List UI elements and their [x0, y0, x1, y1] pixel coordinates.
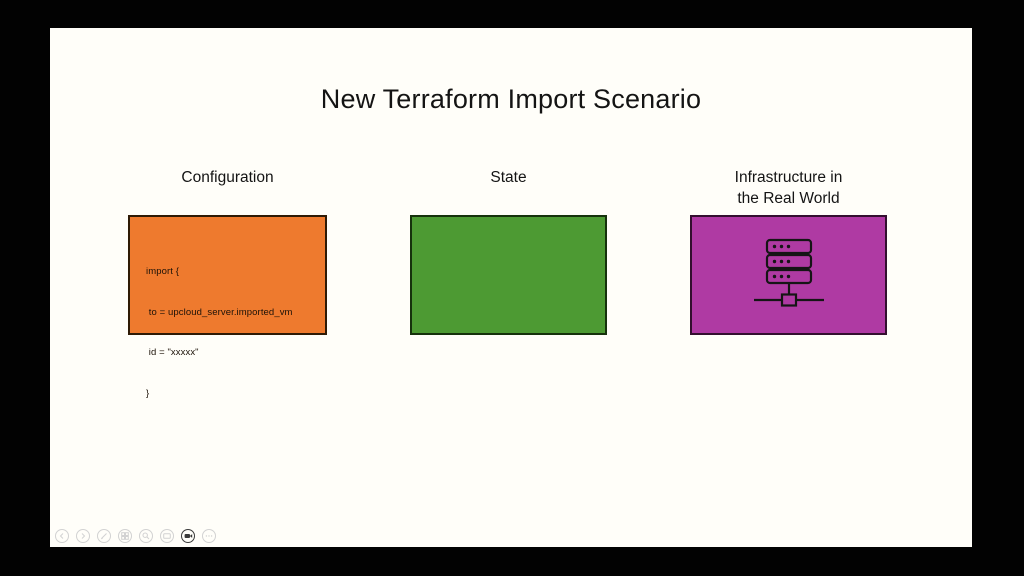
- display-screen-button[interactable]: [160, 529, 174, 543]
- label-state: State: [410, 167, 607, 188]
- page-title: New Terraform Import Scenario: [320, 84, 702, 114]
- label-line: Infrastructure in: [734, 169, 843, 186]
- code-line: to = upcloud_server.imported_vm: [146, 306, 293, 318]
- next-slide-button[interactable]: [76, 529, 90, 543]
- pen-annotate-button[interactable]: [97, 529, 111, 543]
- previous-arrow-icon: [58, 532, 66, 540]
- label-line: State: [490, 169, 527, 186]
- zoom-button[interactable]: [139, 529, 153, 543]
- previous-slide-button[interactable]: [55, 529, 69, 543]
- server-rack-icon: [741, 238, 837, 312]
- code-line: }: [146, 387, 150, 399]
- infrastructure-box: [690, 215, 887, 335]
- label-infrastructure: Infrastructure in the Real World: [690, 167, 887, 209]
- code-line: import {: [146, 266, 180, 277]
- state-box: [410, 215, 607, 335]
- presentation-slide: New Terraform Import Scenario Configurat…: [50, 28, 972, 547]
- label-configuration: Configuration: [128, 167, 327, 188]
- slideshow-toolbar: [55, 529, 216, 543]
- monitor-icon: [163, 532, 171, 540]
- terraform-import-code: import { to = upcloud_server.imported_vm…: [130, 217, 325, 427]
- see-all-slides-button[interactable]: [118, 529, 132, 543]
- label-line: the Real World: [737, 190, 840, 207]
- slides-grid-icon: [121, 532, 129, 540]
- magnifier-icon: [142, 532, 150, 540]
- label-line: Configuration: [181, 169, 274, 186]
- next-arrow-icon: [79, 532, 87, 540]
- configuration-box: import { to = upcloud_server.imported_vm…: [128, 215, 327, 399]
- ellipsis-icon: [205, 532, 213, 540]
- pen-icon: [100, 532, 108, 540]
- code-line: id = "xxxxx": [146, 347, 199, 358]
- camera-icon: [184, 532, 193, 540]
- more-options-button[interactable]: [202, 529, 216, 543]
- camera-button[interactable]: [181, 529, 195, 543]
